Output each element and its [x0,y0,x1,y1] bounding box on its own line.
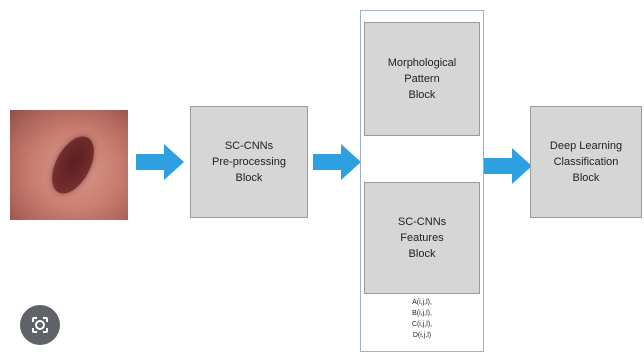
lesion-spot [43,129,103,201]
feature-label: B(i,j,l), [412,310,432,317]
classification-block-label: Deep Learning Classification Block [549,140,623,184]
lens-icon[interactable] [20,305,60,345]
features-block: SC-CNNs Features Block [364,182,480,294]
right-arrow-icon [484,148,532,184]
feature-label: A(i,j,l), [412,299,432,306]
input-lesion-image [10,110,128,220]
right-arrow-icon [136,144,184,180]
feature-label: D(i,j,l) [412,332,432,339]
preprocessing-block: SC-CNNs Pre-processing Block [190,106,308,218]
classification-block: Deep Learning Classification Block [530,106,642,218]
lens-glyph-icon [32,317,48,333]
morphological-block-label: Morphological Pattern Block [387,57,457,101]
morphological-pattern-block: Morphological Pattern Block [364,22,480,136]
right-arrow-icon [313,144,361,180]
feature-labels: A(i,j,l), B(i,j,l), C(i,j,l), D(i,j,l) [361,297,483,341]
features-block-label: SC-CNNs Features Block [397,216,447,260]
preprocessing-block-label: SC-CNNs Pre-processing Block [212,140,286,184]
feature-label: C(i,j,l), [411,321,433,328]
